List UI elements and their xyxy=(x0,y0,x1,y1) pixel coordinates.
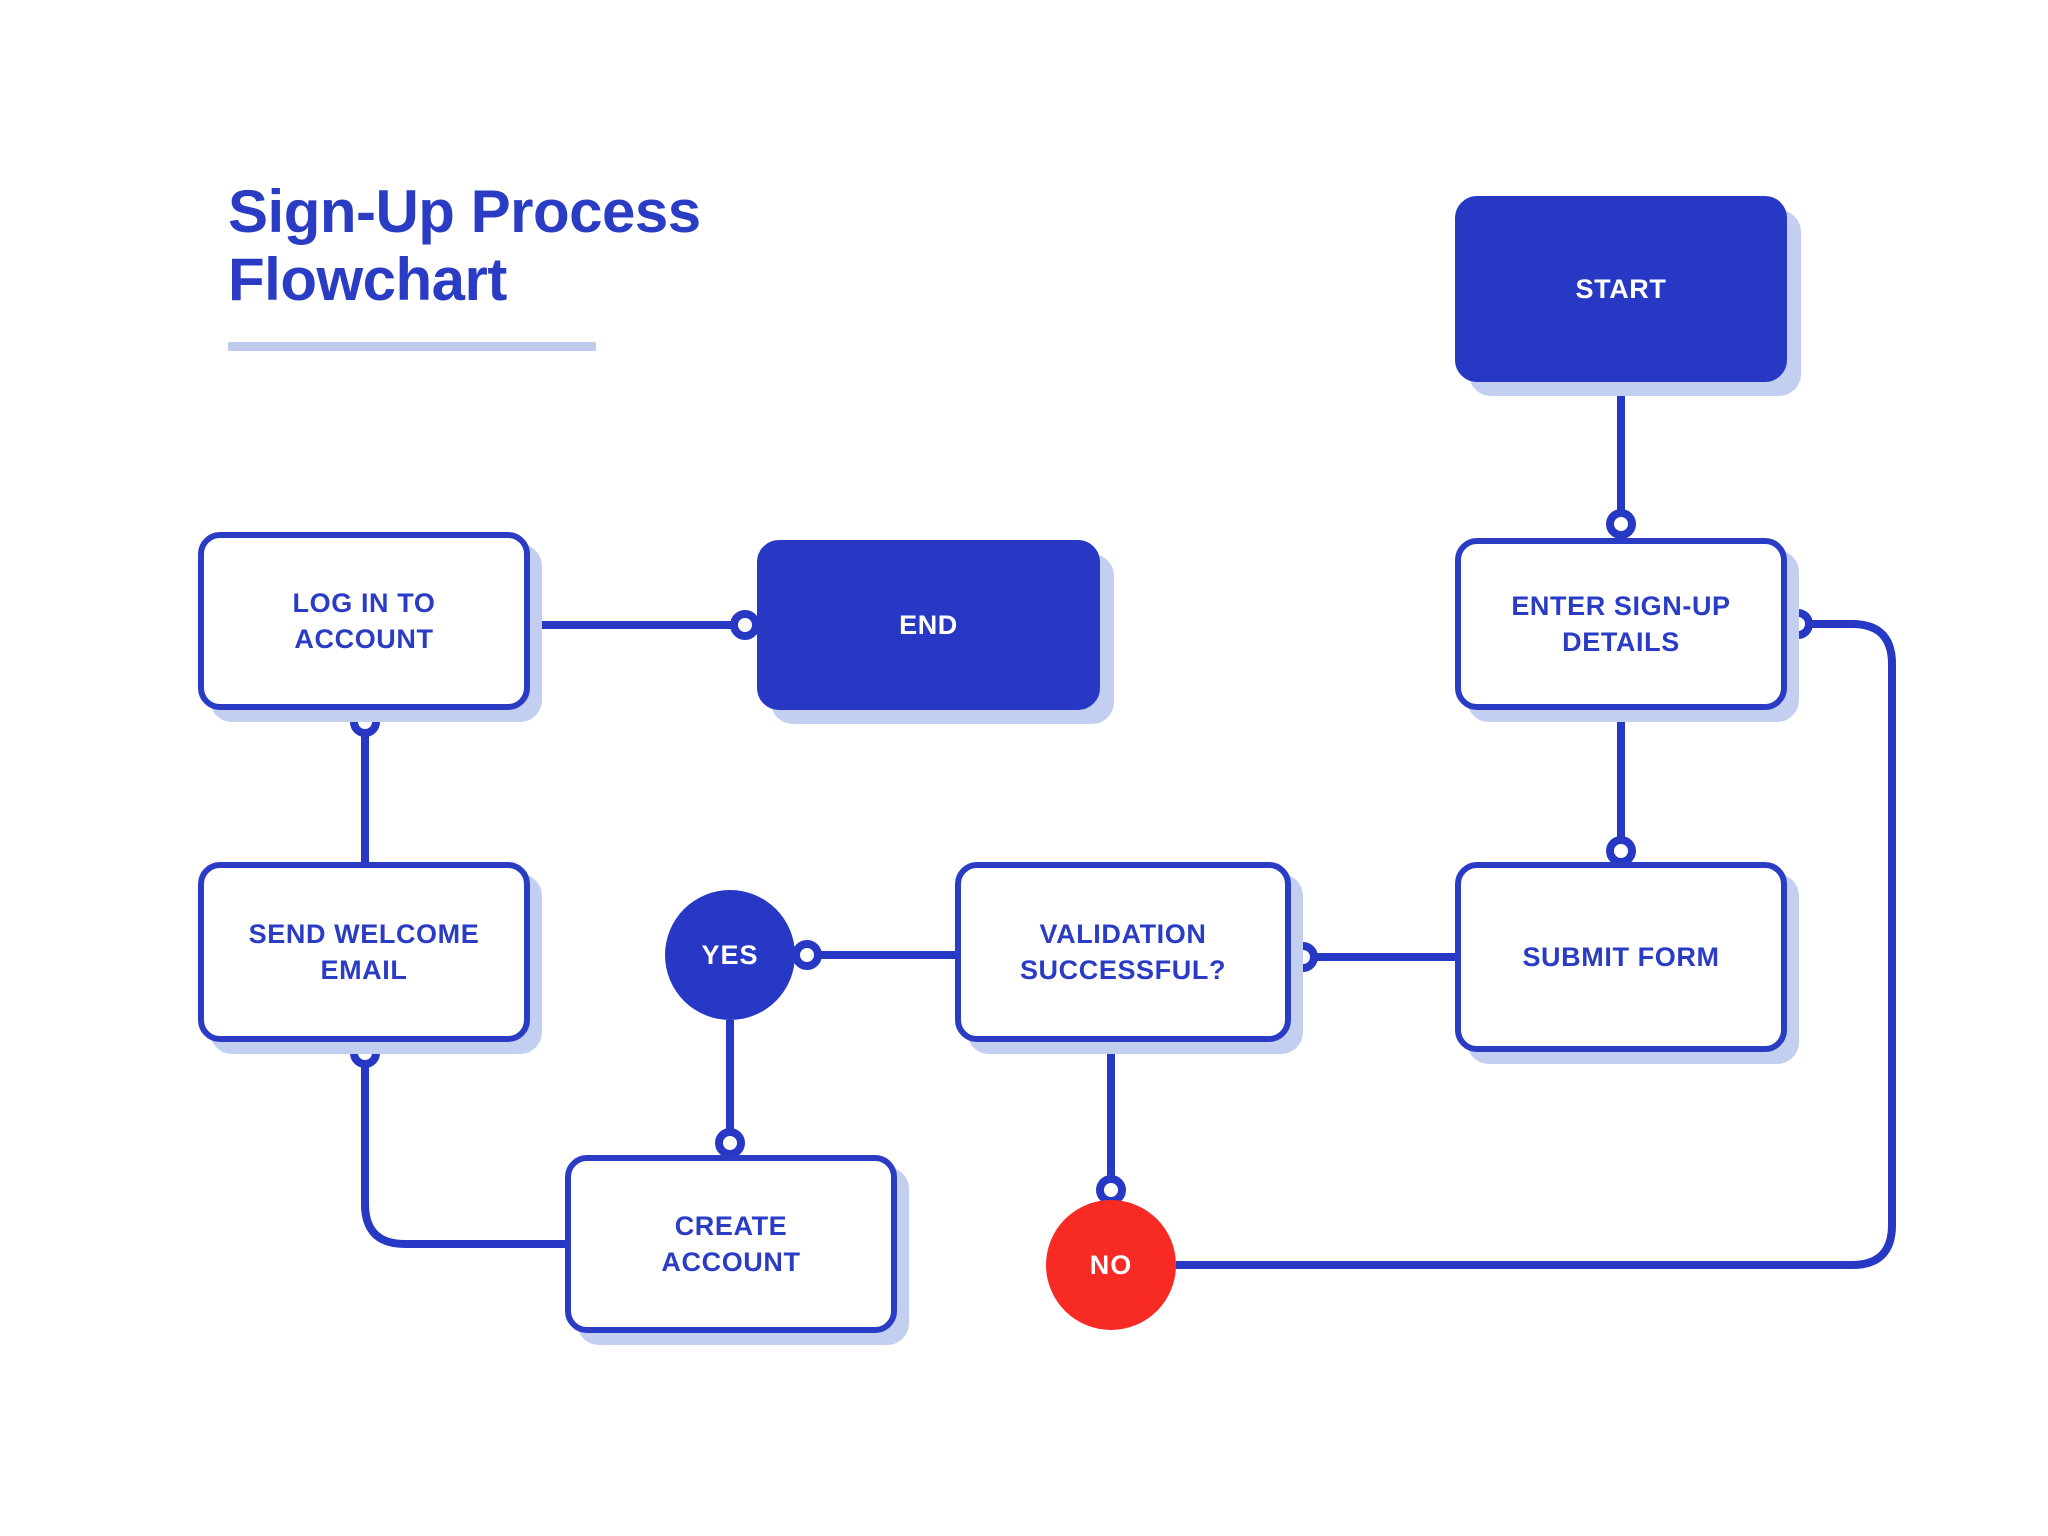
node-start[interactable]: START xyxy=(1455,196,1787,382)
port-dot-welcome-email-top xyxy=(350,1038,380,1068)
node-validation-successful[interactable]: VALIDATION SUCCESSFUL? xyxy=(955,862,1291,1042)
port-dot-enter-details-right xyxy=(1783,609,1813,639)
edge-create-account-to-welcome-email xyxy=(361,1042,565,1248)
node-decision-yes-label: YES xyxy=(701,939,759,970)
port-dot-validation-right xyxy=(1288,942,1318,972)
node-decision-no[interactable]: NO xyxy=(1046,1200,1176,1330)
node-end-label: END xyxy=(899,609,958,640)
node-start-label: START xyxy=(1575,273,1667,304)
node-validation-successful-label: VALIDATION SUCCESSFUL? xyxy=(1019,918,1227,985)
node-log-in-to-account[interactable]: LOG IN TO ACCOUNT xyxy=(198,532,530,710)
port-dot-no-top xyxy=(1096,1175,1126,1205)
port-dot-enter-details-top xyxy=(1606,509,1636,539)
node-create-account-label: CREATE ACCOUNT xyxy=(661,1210,801,1277)
port-dot-submit-form-top xyxy=(1606,836,1636,866)
node-submit-form[interactable]: SUBMIT FORM xyxy=(1455,862,1787,1052)
node-send-welcome-email[interactable]: SEND WELCOME EMAIL xyxy=(198,862,530,1042)
node-decision-no-label: NO xyxy=(1089,1249,1133,1280)
port-dot-end-left xyxy=(730,610,760,640)
node-enter-signup-details-label: ENTER SIGN-UP DETAILS xyxy=(1511,590,1731,657)
node-end[interactable]: END xyxy=(757,540,1100,710)
port-dot-create-account-top xyxy=(715,1128,745,1158)
edge-no-loop-to-enter-details xyxy=(1176,620,1896,1269)
port-dot-yes-right xyxy=(792,940,822,970)
node-send-welcome-email-label: SEND WELCOME EMAIL xyxy=(248,918,480,985)
node-log-in-to-account-label: LOG IN TO ACCOUNT xyxy=(292,587,436,654)
port-dot-login-bottom xyxy=(350,707,380,737)
node-enter-signup-details[interactable]: ENTER SIGN-UP DETAILS xyxy=(1455,538,1787,710)
title-block: Sign-Up Process Flowchart xyxy=(228,178,928,351)
node-create-account[interactable]: CREATE ACCOUNT xyxy=(565,1155,897,1333)
node-submit-form-label: SUBMIT FORM xyxy=(1522,941,1720,972)
page-title: Sign-Up Process Flowchart xyxy=(228,178,701,313)
title-underline-rule xyxy=(228,341,596,351)
node-decision-yes[interactable]: YES xyxy=(665,890,795,1020)
